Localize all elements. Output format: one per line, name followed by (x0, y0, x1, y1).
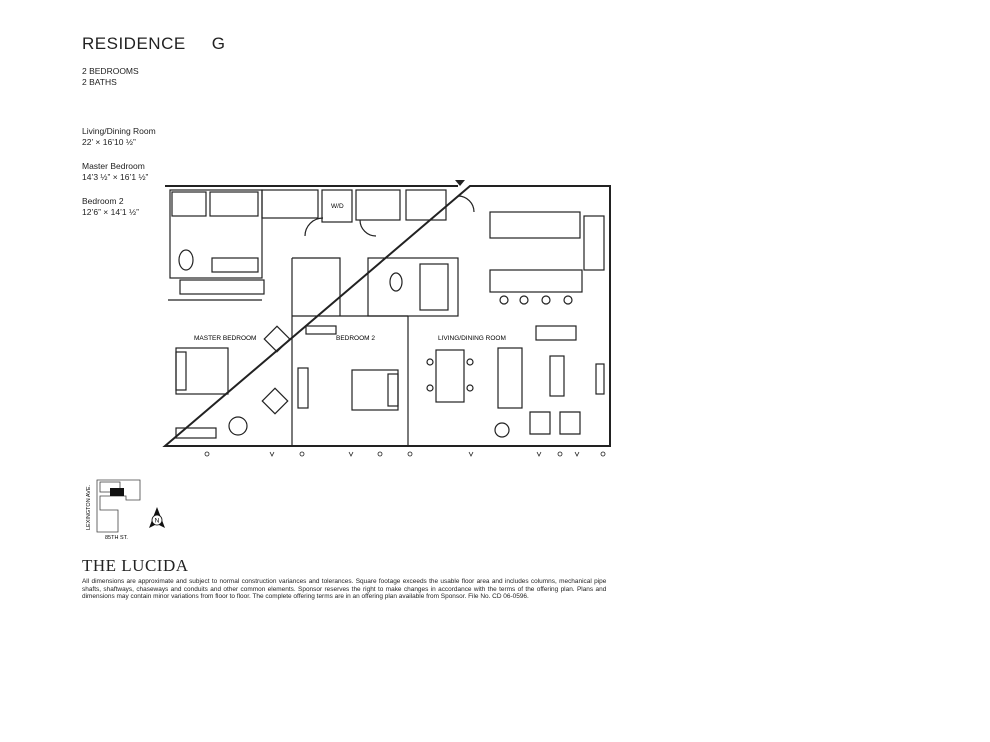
label-master-bedroom: MASTER BEDROOM (194, 335, 256, 342)
bedroom-count: 2 BEDROOMS (82, 66, 139, 76)
label-wd: W/D (331, 203, 344, 210)
bath-count: 2 BATHS (82, 77, 117, 87)
room-dimensions: 12’6” × 14’1 ½” (82, 207, 139, 217)
room-dimensions: 22’ × 16’10 ½” (82, 137, 136, 147)
room-name: Living/Dining Room (82, 126, 156, 136)
unit-letter: G (211, 34, 226, 53)
street-lexington: LEXINGTON AVE. (86, 484, 92, 530)
label-living-dining: LIVING/DINING ROOM (438, 335, 506, 342)
street-85th: 85TH ST. (105, 535, 128, 541)
unit-location-marker (110, 488, 124, 496)
compass-letter: N (155, 518, 160, 525)
residence-title: RESIDENCE G (82, 34, 225, 54)
room-living-dining: Living/Dining Room 22’ × 16’10 ½” (82, 126, 156, 148)
north-arrow-icon: N (147, 506, 167, 535)
key-plan: LEXINGTON AVE. 85TH ST. (76, 474, 156, 549)
brand-name: THE LUCIDA (82, 556, 189, 575)
residence-label: RESIDENCE (82, 34, 186, 53)
legal-disclaimer: All dimensions are approximate and subje… (82, 578, 607, 601)
room-name: Bedroom 2 (82, 196, 124, 206)
room-master-bedroom: Master Bedroom 14’3 ½” × 16’1 ½” (82, 161, 148, 183)
label-bedroom-2: BEDROOM 2 (336, 335, 375, 342)
unit-summary: 2 BEDROOMS 2 BATHS (82, 66, 139, 88)
room-dimensions: 14’3 ½” × 16’1 ½” (82, 172, 149, 182)
room-bedroom-2: Bedroom 2 12’6” × 14’1 ½” (82, 196, 139, 218)
floor-plan-drawing: MASTER BEDROOM BEDROOM 2 LIVING/DINING R… (162, 180, 611, 457)
floor-plan: MASTER BEDROOM BEDROOM 2 LIVING/DINING R… (150, 170, 620, 475)
key-plan-drawing: LEXINGTON AVE. 85TH ST. (86, 479, 141, 541)
room-name: Master Bedroom (82, 161, 145, 171)
